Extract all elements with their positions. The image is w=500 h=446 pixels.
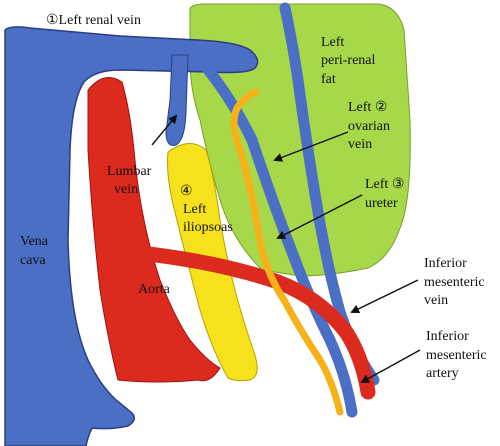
- label-left-renal-vein: ①Left renal vein: [46, 13, 141, 28]
- label-ureter-line1: Left ③: [365, 177, 404, 192]
- vena-cava-shape: [4, 26, 259, 446]
- label-iliopsoas-line2: Left: [183, 202, 206, 217]
- label-ims-vein-line1: Inferior: [424, 256, 467, 271]
- label-iliopsoas-line1: ④: [180, 184, 193, 199]
- label-ovarian-vein-line2: ovarian: [348, 119, 390, 134]
- label-lumbar-vein-line2: vein: [114, 182, 138, 197]
- label-lumbar-vein-line1: Lumbar: [107, 164, 152, 179]
- label-ims-artery-line2: mesenteric: [426, 348, 487, 363]
- inferior-mesenteric-artery-shape: [132, 245, 376, 400]
- ureter-pointer-arrow: [276, 194, 363, 239]
- ims-artery-pointer-arrow: [360, 349, 421, 383]
- label-ims-vein-line3: vein: [424, 293, 448, 308]
- label-vena-cava-line2: cava: [20, 253, 46, 268]
- ureter-shape: [230, 88, 344, 416]
- label-peri-renal-fat-line3: fat: [321, 72, 336, 87]
- label-ureter-line2: ureter: [365, 196, 398, 211]
- aorta-shape: [87, 77, 221, 383]
- label-ims-vein-line2: mesenteric: [424, 275, 485, 290]
- label-ovarian-vein-line1: Left ②: [348, 100, 387, 115]
- ims-vein-pointer-arrow: [350, 279, 419, 313]
- label-ovarian-vein-line3: vein: [348, 137, 372, 152]
- label-aorta: Aorta: [138, 282, 171, 297]
- label-ims-artery-line1: Inferior: [426, 329, 469, 344]
- label-iliopsoas-line3: iliopsoas: [183, 220, 233, 235]
- label-peri-renal-fat-line1: Left: [321, 35, 344, 50]
- label-ims-artery-line3: artery: [426, 366, 459, 381]
- label-vena-cava-line1: Vena: [20, 234, 49, 249]
- ovarian-pointer-arrow: [273, 131, 349, 162]
- lumbar-pointer-arrow: [151, 114, 178, 146]
- label-peri-renal-fat-line2: peri-renal: [321, 53, 376, 68]
